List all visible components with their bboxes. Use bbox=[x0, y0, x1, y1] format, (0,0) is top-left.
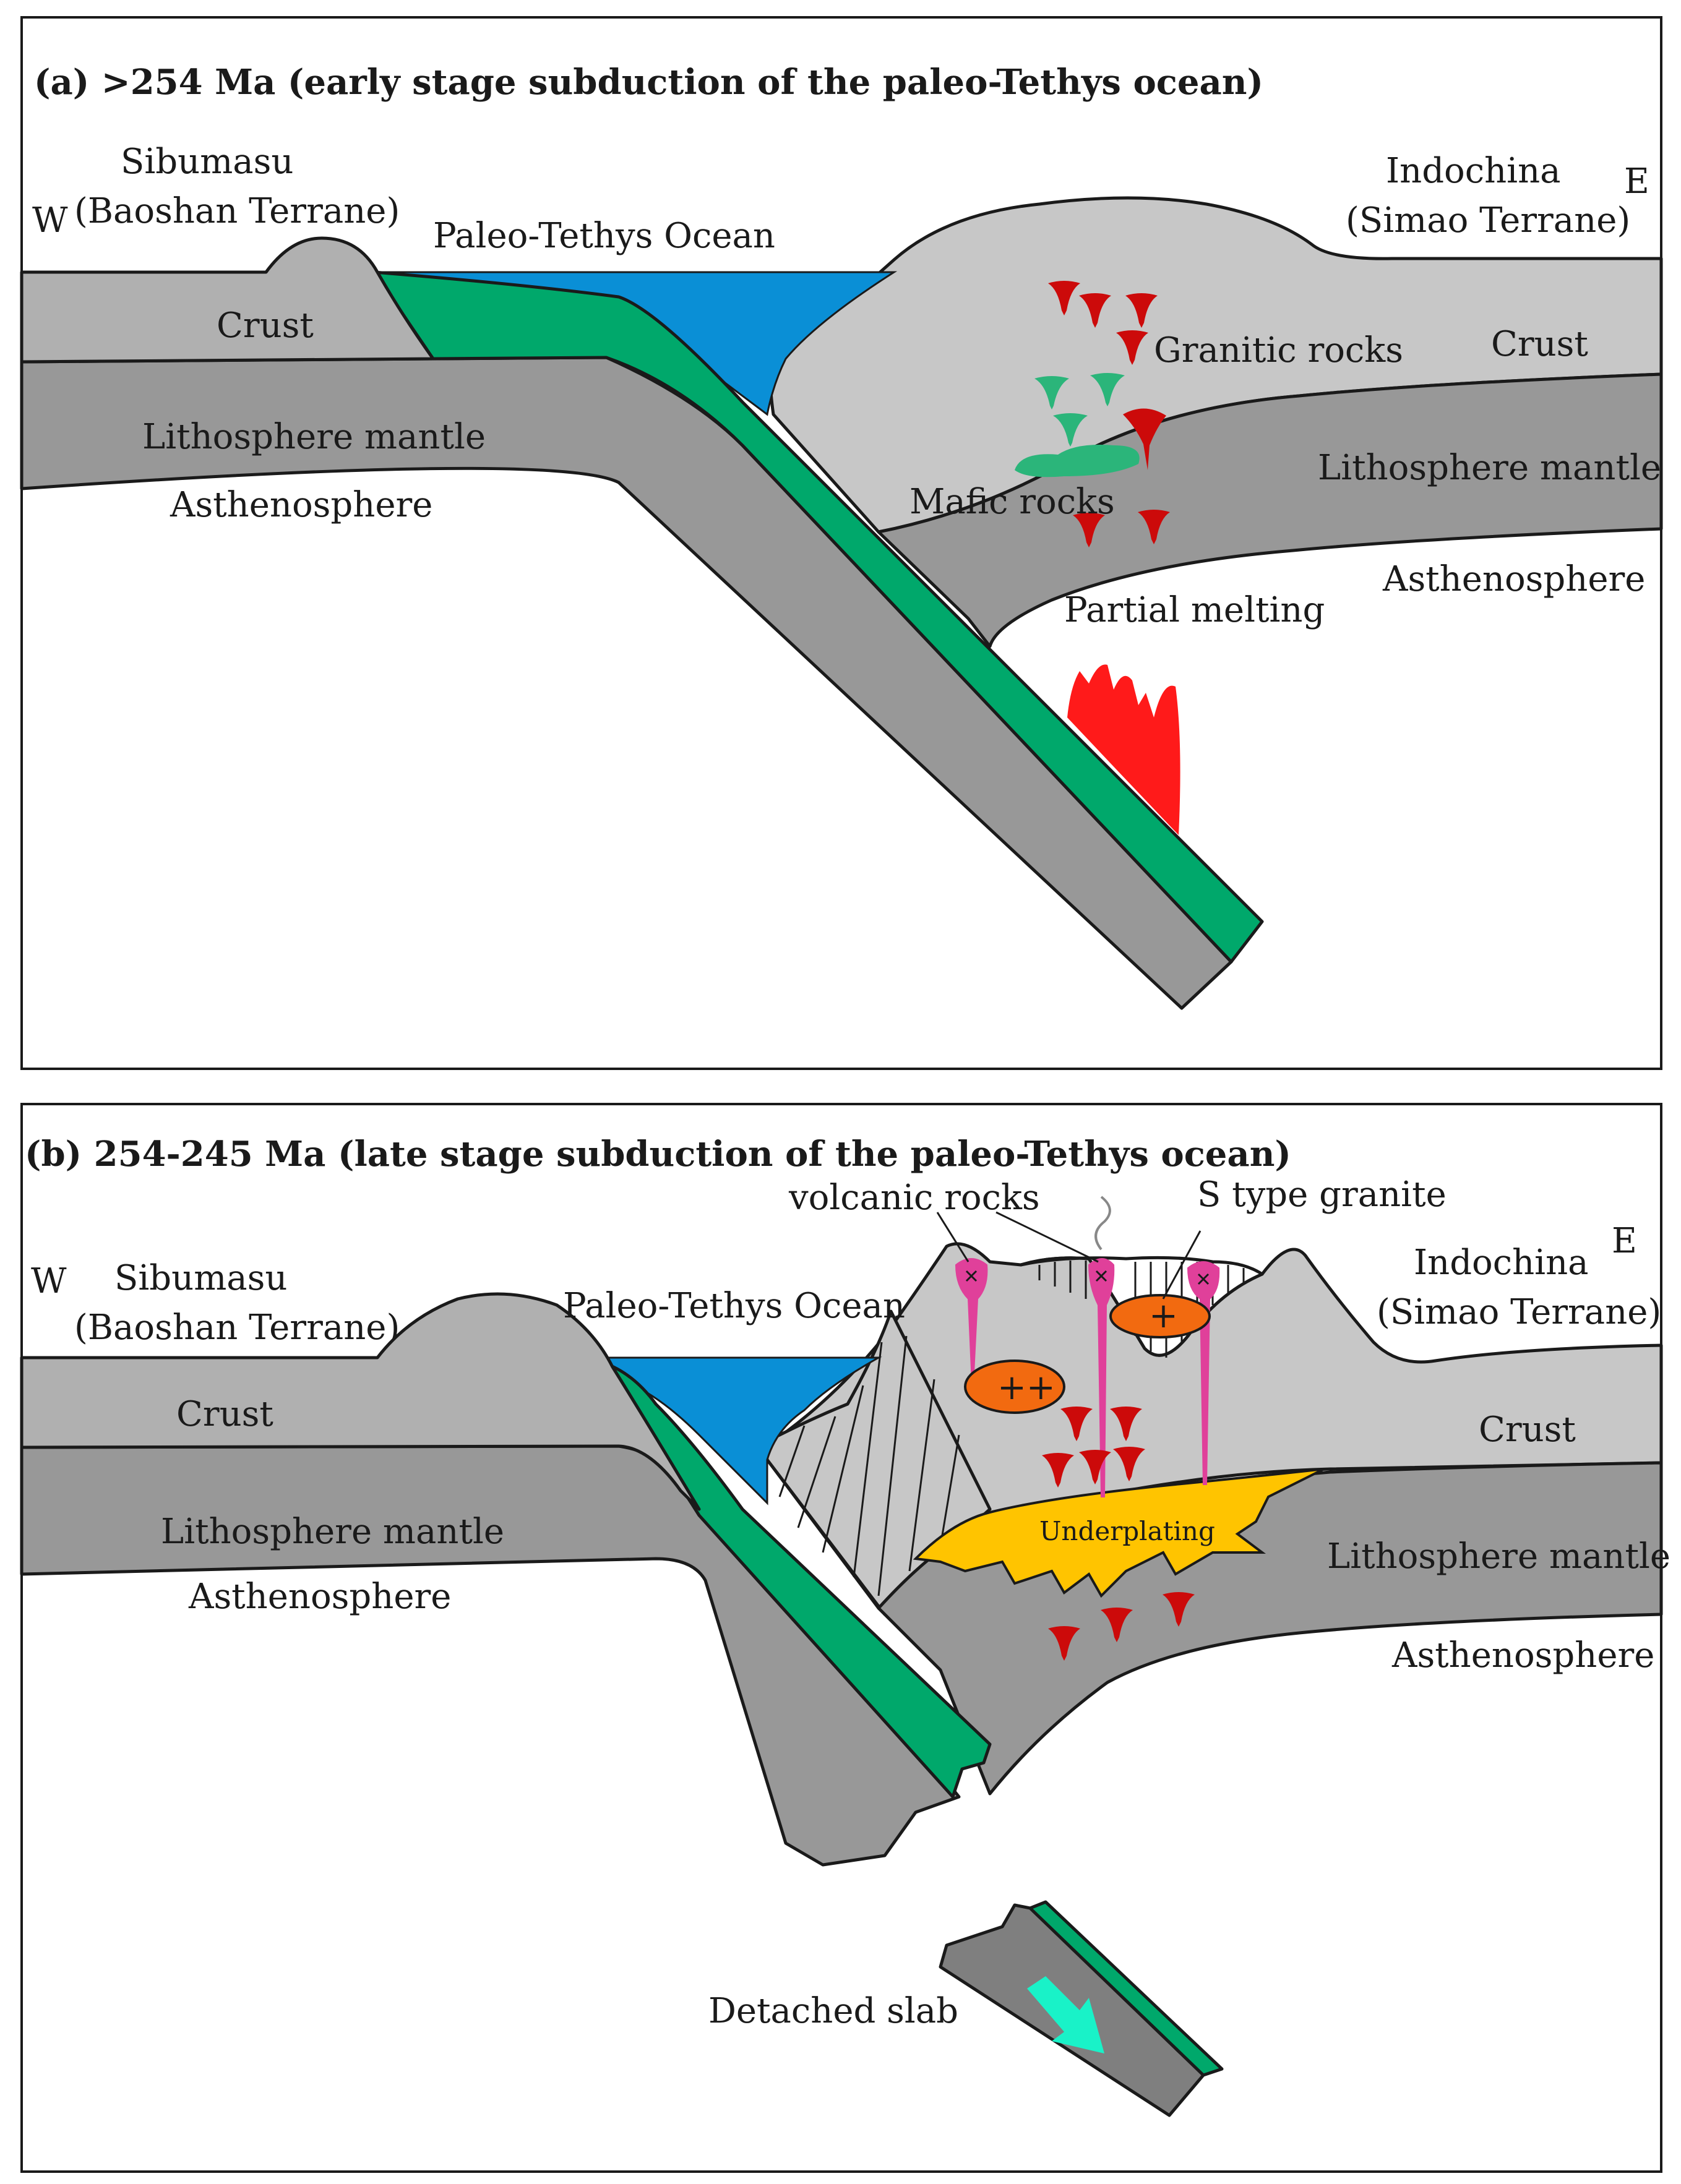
sibumasu-crust-b bbox=[20, 1292, 701, 1511]
granitic-label-a: Granitic rocks bbox=[1154, 330, 1403, 370]
litho-west-label-b: Lithosphere mantle bbox=[161, 1512, 504, 1552]
west-label-a: W bbox=[32, 200, 68, 241]
litho-east-label-b: Lithosphere mantle bbox=[1327, 1536, 1670, 1577]
ocean-label-b: Paleo-Tethys Ocean bbox=[563, 1286, 905, 1326]
baoshan-label-b: (Baoshan Terrane) bbox=[74, 1308, 400, 1348]
detached-slab-label: Detached slab bbox=[708, 1991, 958, 2031]
east-label-a: E bbox=[1624, 161, 1649, 202]
s-type-granite-large bbox=[964, 1360, 1065, 1414]
detached-slab bbox=[939, 1900, 1224, 2117]
panel-a-title: (a) >254 Ma (early stage subduction of t… bbox=[34, 62, 1263, 103]
panel-a-frame bbox=[20, 16, 1662, 1070]
indochina-label-b: Indochina bbox=[1414, 1243, 1589, 1283]
smoke-plume bbox=[1094, 1196, 1111, 1251]
east-label-b: E bbox=[1612, 1221, 1637, 1261]
partial-melting-label-a: Partial melting bbox=[1064, 590, 1325, 630]
astheno-east-label-b: Asthenosphere bbox=[1391, 1635, 1654, 1676]
crust-east-label-a: Crust bbox=[1491, 324, 1588, 364]
baoshan-label-a: (Baoshan Terrane) bbox=[74, 191, 400, 231]
volcanic-label-b: volcanic rocks bbox=[788, 1178, 1040, 1218]
sibumasu-crust-a bbox=[20, 236, 435, 364]
granitic-rock-marks-a bbox=[1048, 281, 1170, 547]
mafic-label-a: Mafic rocks bbox=[909, 482, 1115, 522]
panel-b-title: (b) 254-245 Ma (late stage subduction of… bbox=[25, 1134, 1291, 1175]
indochina-label-a: Indochina bbox=[1386, 151, 1561, 191]
panel-b: ++ + (b) 254-245 Ma (late stage subducti… bbox=[20, 1103, 1670, 2173]
crust-west-label-b: Crust bbox=[176, 1394, 273, 1434]
ocean-label-a: Paleo-Tethys Ocean bbox=[433, 216, 775, 256]
sibumasu-label-a: Sibumasu bbox=[121, 142, 293, 182]
leader-lines-b bbox=[936, 1211, 1202, 1300]
sibumasu-mantle-a bbox=[20, 356, 1233, 1010]
crust-east-label-b: Crust bbox=[1479, 1410, 1576, 1450]
simao-label-b: (Simao Terrane) bbox=[1377, 1292, 1661, 1332]
volcanic-conduit-2 bbox=[1088, 1258, 1115, 1497]
s-type-granite-small bbox=[1109, 1294, 1211, 1338]
s-type-granite-bodies: ++ + bbox=[964, 1294, 1211, 1414]
crust-west-label-a: Crust bbox=[217, 306, 314, 346]
paleo-tethys-ocean-b bbox=[591, 1356, 882, 1505]
wedge-hatch-lines bbox=[778, 1335, 960, 1596]
detached-slab-crust bbox=[1028, 1900, 1224, 2077]
underplating-label-b: Underplating bbox=[1039, 1516, 1215, 1546]
plus-two-mark: ++ bbox=[997, 1368, 1055, 1408]
volcanic-crosses bbox=[965, 1270, 1210, 1285]
s-type-label-b: S type granite bbox=[1197, 1175, 1447, 1215]
west-label-b: W bbox=[31, 1261, 67, 1301]
mafic-rock-marks-a bbox=[1015, 373, 1140, 477]
panel-a: (a) >254 Ma (early stage subduction of t… bbox=[20, 16, 1663, 1070]
volcanic-conduit-3 bbox=[1187, 1261, 1220, 1485]
astheno-west-label-a: Asthenosphere bbox=[170, 485, 432, 525]
underplating-body bbox=[913, 1468, 1325, 1598]
mafic-lens bbox=[1015, 445, 1140, 477]
partial-melting-flame bbox=[1067, 664, 1180, 835]
subducting-slab-a bbox=[372, 270, 1264, 964]
slab-descent-arrow-icon bbox=[1027, 1976, 1104, 2053]
litho-east-label-a: Lithosphere mantle bbox=[1318, 448, 1661, 488]
panel-b-frame bbox=[20, 1103, 1662, 2173]
astheno-west-label-b: Asthenosphere bbox=[188, 1577, 451, 1617]
litho-west-label-a: Lithosphere mantle bbox=[142, 417, 486, 457]
plus-one-mark: + bbox=[1149, 1296, 1178, 1336]
astheno-east-label-a: Asthenosphere bbox=[1382, 559, 1645, 599]
volcanic-conduit-1 bbox=[955, 1258, 988, 1398]
sibumasu-label-b: Sibumasu bbox=[114, 1258, 287, 1298]
volcanic-rock-marks-b bbox=[955, 1196, 1220, 1497]
simao-label-a: (Simao Terrane) bbox=[1346, 200, 1630, 241]
large-granite-drop bbox=[1123, 408, 1166, 470]
